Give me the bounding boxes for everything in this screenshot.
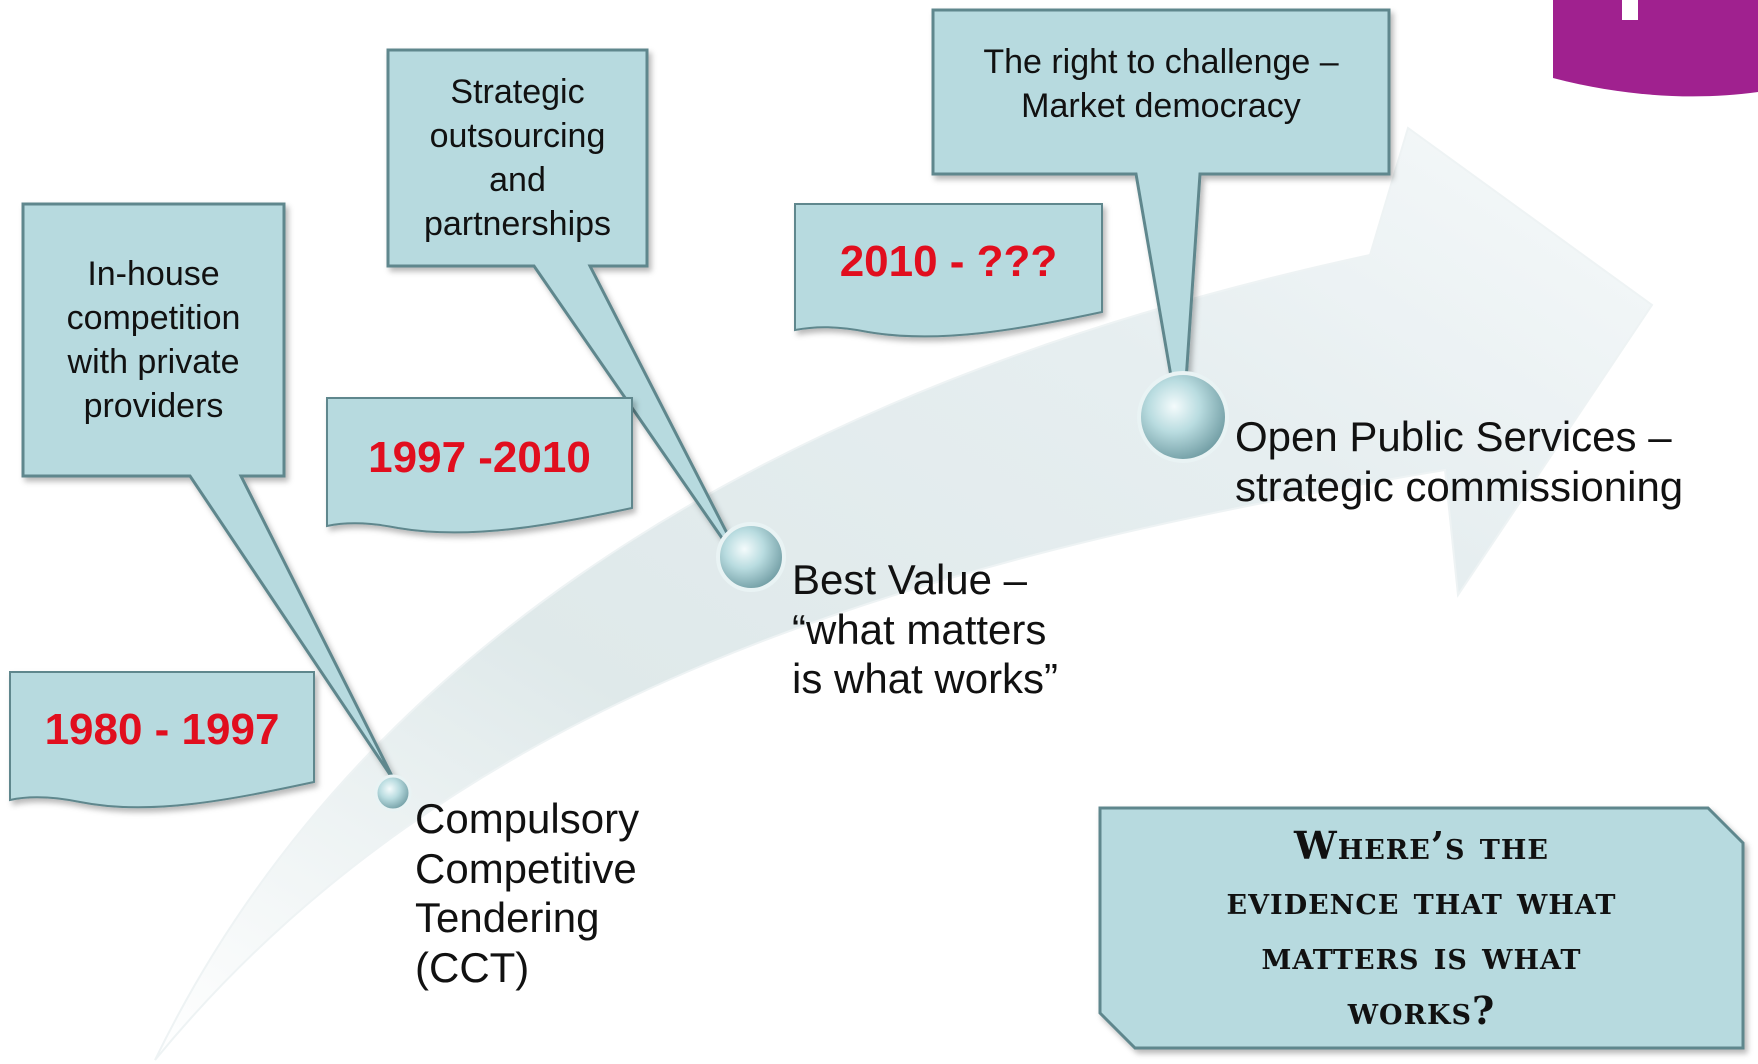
- question-line: evidence that what: [1226, 877, 1617, 923]
- callout-shape-2: [386, 48, 753, 581]
- year-label-1: 1980 - 1997: [44, 705, 280, 754]
- question-line: Where’s the: [1294, 822, 1549, 868]
- timeline-arrow: [154, 126, 1654, 1061]
- milestone-line: Best Value –: [792, 556, 1028, 603]
- milestone-dot-3: [1137, 371, 1229, 463]
- callout-shape-3: [931, 8, 1391, 441]
- milestone-label-1: Compulsory Competitive Tendering (CCT): [415, 794, 639, 992]
- callout-shape-1: [21, 202, 397, 783]
- callout-line: providers: [83, 387, 224, 426]
- callout-line: In-house: [87, 254, 220, 293]
- question-line: works?: [1347, 988, 1496, 1034]
- year-shape-2: [326, 397, 633, 534]
- question-text: Where’s the evidence that what matters i…: [1100, 808, 1743, 1048]
- callout-line: partnerships: [423, 205, 612, 244]
- callout-line: Strategic: [450, 72, 585, 111]
- milestone-line: Compulsory: [415, 795, 640, 842]
- year-shape-1: [9, 671, 315, 809]
- callout-line: The right to challenge –: [983, 43, 1339, 81]
- milestone-line: Open Public Services –: [1235, 413, 1672, 460]
- callout-line: Market democracy: [1021, 87, 1301, 126]
- milestone-line: strategic commissioning: [1235, 462, 1684, 510]
- corner-logo-shape: [1553, 0, 1758, 97]
- callout-line: with private: [67, 343, 240, 381]
- year-shape-3: [794, 203, 1103, 338]
- milestone-dot-2: [716, 522, 786, 592]
- milestone-line: “what matters: [792, 605, 1047, 653]
- corner-logo-mark: [1622, 0, 1638, 20]
- callout-text-1: In-house competition with private provid…: [23, 204, 284, 476]
- callout-text-3: The right to challenge – Market democrac…: [933, 40, 1389, 150]
- milestone-label-3: Open Public Services – strategic commiss…: [1235, 412, 1683, 511]
- milestone-line: is what works”: [792, 655, 1059, 703]
- year-label-3: 2010 - ???: [839, 237, 1058, 286]
- milestone-label-2: Best Value – “what matters is what works…: [792, 555, 1058, 704]
- year-label-2: 1997 -2010: [368, 433, 591, 482]
- milestone-line: Competitive: [415, 844, 637, 892]
- callout-line: outsourcing: [429, 116, 606, 155]
- callout-text-2: Strategic outsourcing and partnerships: [388, 50, 647, 266]
- milestone-line: Tendering: [415, 894, 600, 942]
- callout-line: competition: [66, 298, 241, 337]
- milestone-line: (CCT): [415, 943, 530, 991]
- milestone-dot-1: [374, 774, 412, 812]
- callout-line: and: [489, 161, 546, 199]
- question-line: matters is what: [1261, 933, 1582, 978]
- question-box-shape: [1098, 806, 1745, 1050]
